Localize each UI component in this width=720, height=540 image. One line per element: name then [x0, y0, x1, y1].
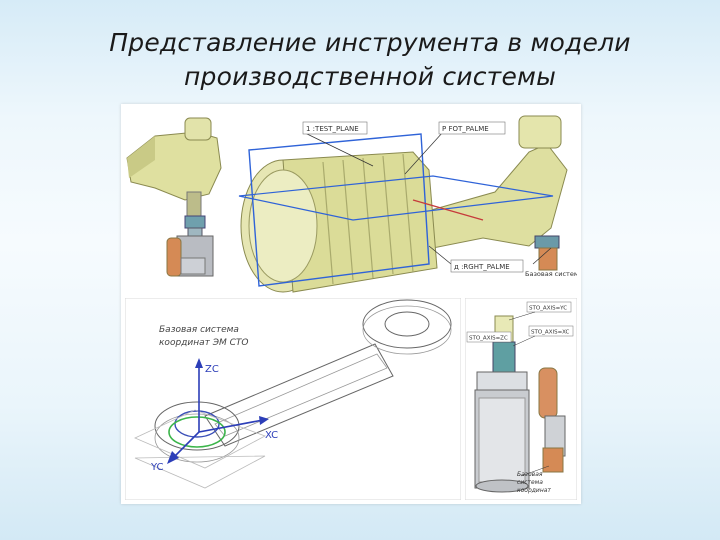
- tool-planes-illustration: 1 :TEST_PLANE P FOT_PALME д :RGHT_PALME …: [233, 108, 577, 294]
- slide-title: Представление инструмента в модели произ…: [60, 26, 680, 94]
- axis-label-yc: YC: [150, 462, 164, 473]
- label-plane-2: P FOT_PALME: [442, 125, 489, 133]
- axis-label-xc: XC: [265, 430, 278, 441]
- label-axis-yc: STO_AXIS=YC: [529, 306, 567, 312]
- label-plane-1: 1 :TEST_PLANE: [306, 125, 359, 133]
- panel-top-left-tool: [125, 108, 229, 294]
- panel-bottom-holder: STO_AXIS=YC STO_AXIS=ZC STO_AXIS=XC Базо…: [465, 298, 577, 500]
- label-base-system: Базовая система координат: [525, 270, 577, 278]
- slide-title-line2: производственной системы: [183, 62, 557, 91]
- caption-base-system-line1: Базовая система: [159, 325, 239, 335]
- label-plane-3: д :RGHT_PALME: [454, 263, 510, 271]
- tool-holder-illustration: [125, 108, 229, 294]
- wrench-illustration: ZC XC YC Базовая система координат ЭМ СТ…: [125, 298, 461, 500]
- label-axis-zc: STO_AXIS=ZC: [469, 336, 508, 342]
- slide-title-line1: Представление инструмента в модели: [109, 28, 631, 57]
- axis-label-zc: ZC: [205, 364, 219, 375]
- label-axis-xc: STO_AXIS=XC: [531, 330, 570, 336]
- panel-bottom-wrench: ZC XC YC Базовая система координат ЭМ СТ…: [125, 298, 461, 500]
- figure-frame: 1 :TEST_PLANE P FOT_PALME д :RGHT_PALME …: [121, 104, 581, 504]
- panel-top-planes: 1 :TEST_PLANE P FOT_PALME д :RGHT_PALME …: [233, 108, 577, 294]
- holder-illustration: STO_AXIS=YC STO_AXIS=ZC STO_AXIS=XC Базо…: [465, 298, 577, 500]
- caption-base-system-line2: координат ЭМ СТО: [159, 338, 249, 348]
- caption-base-line1: Базовая: [517, 471, 543, 478]
- caption-base-line2: система: [517, 479, 543, 486]
- caption-base-line3: координат: [517, 487, 551, 494]
